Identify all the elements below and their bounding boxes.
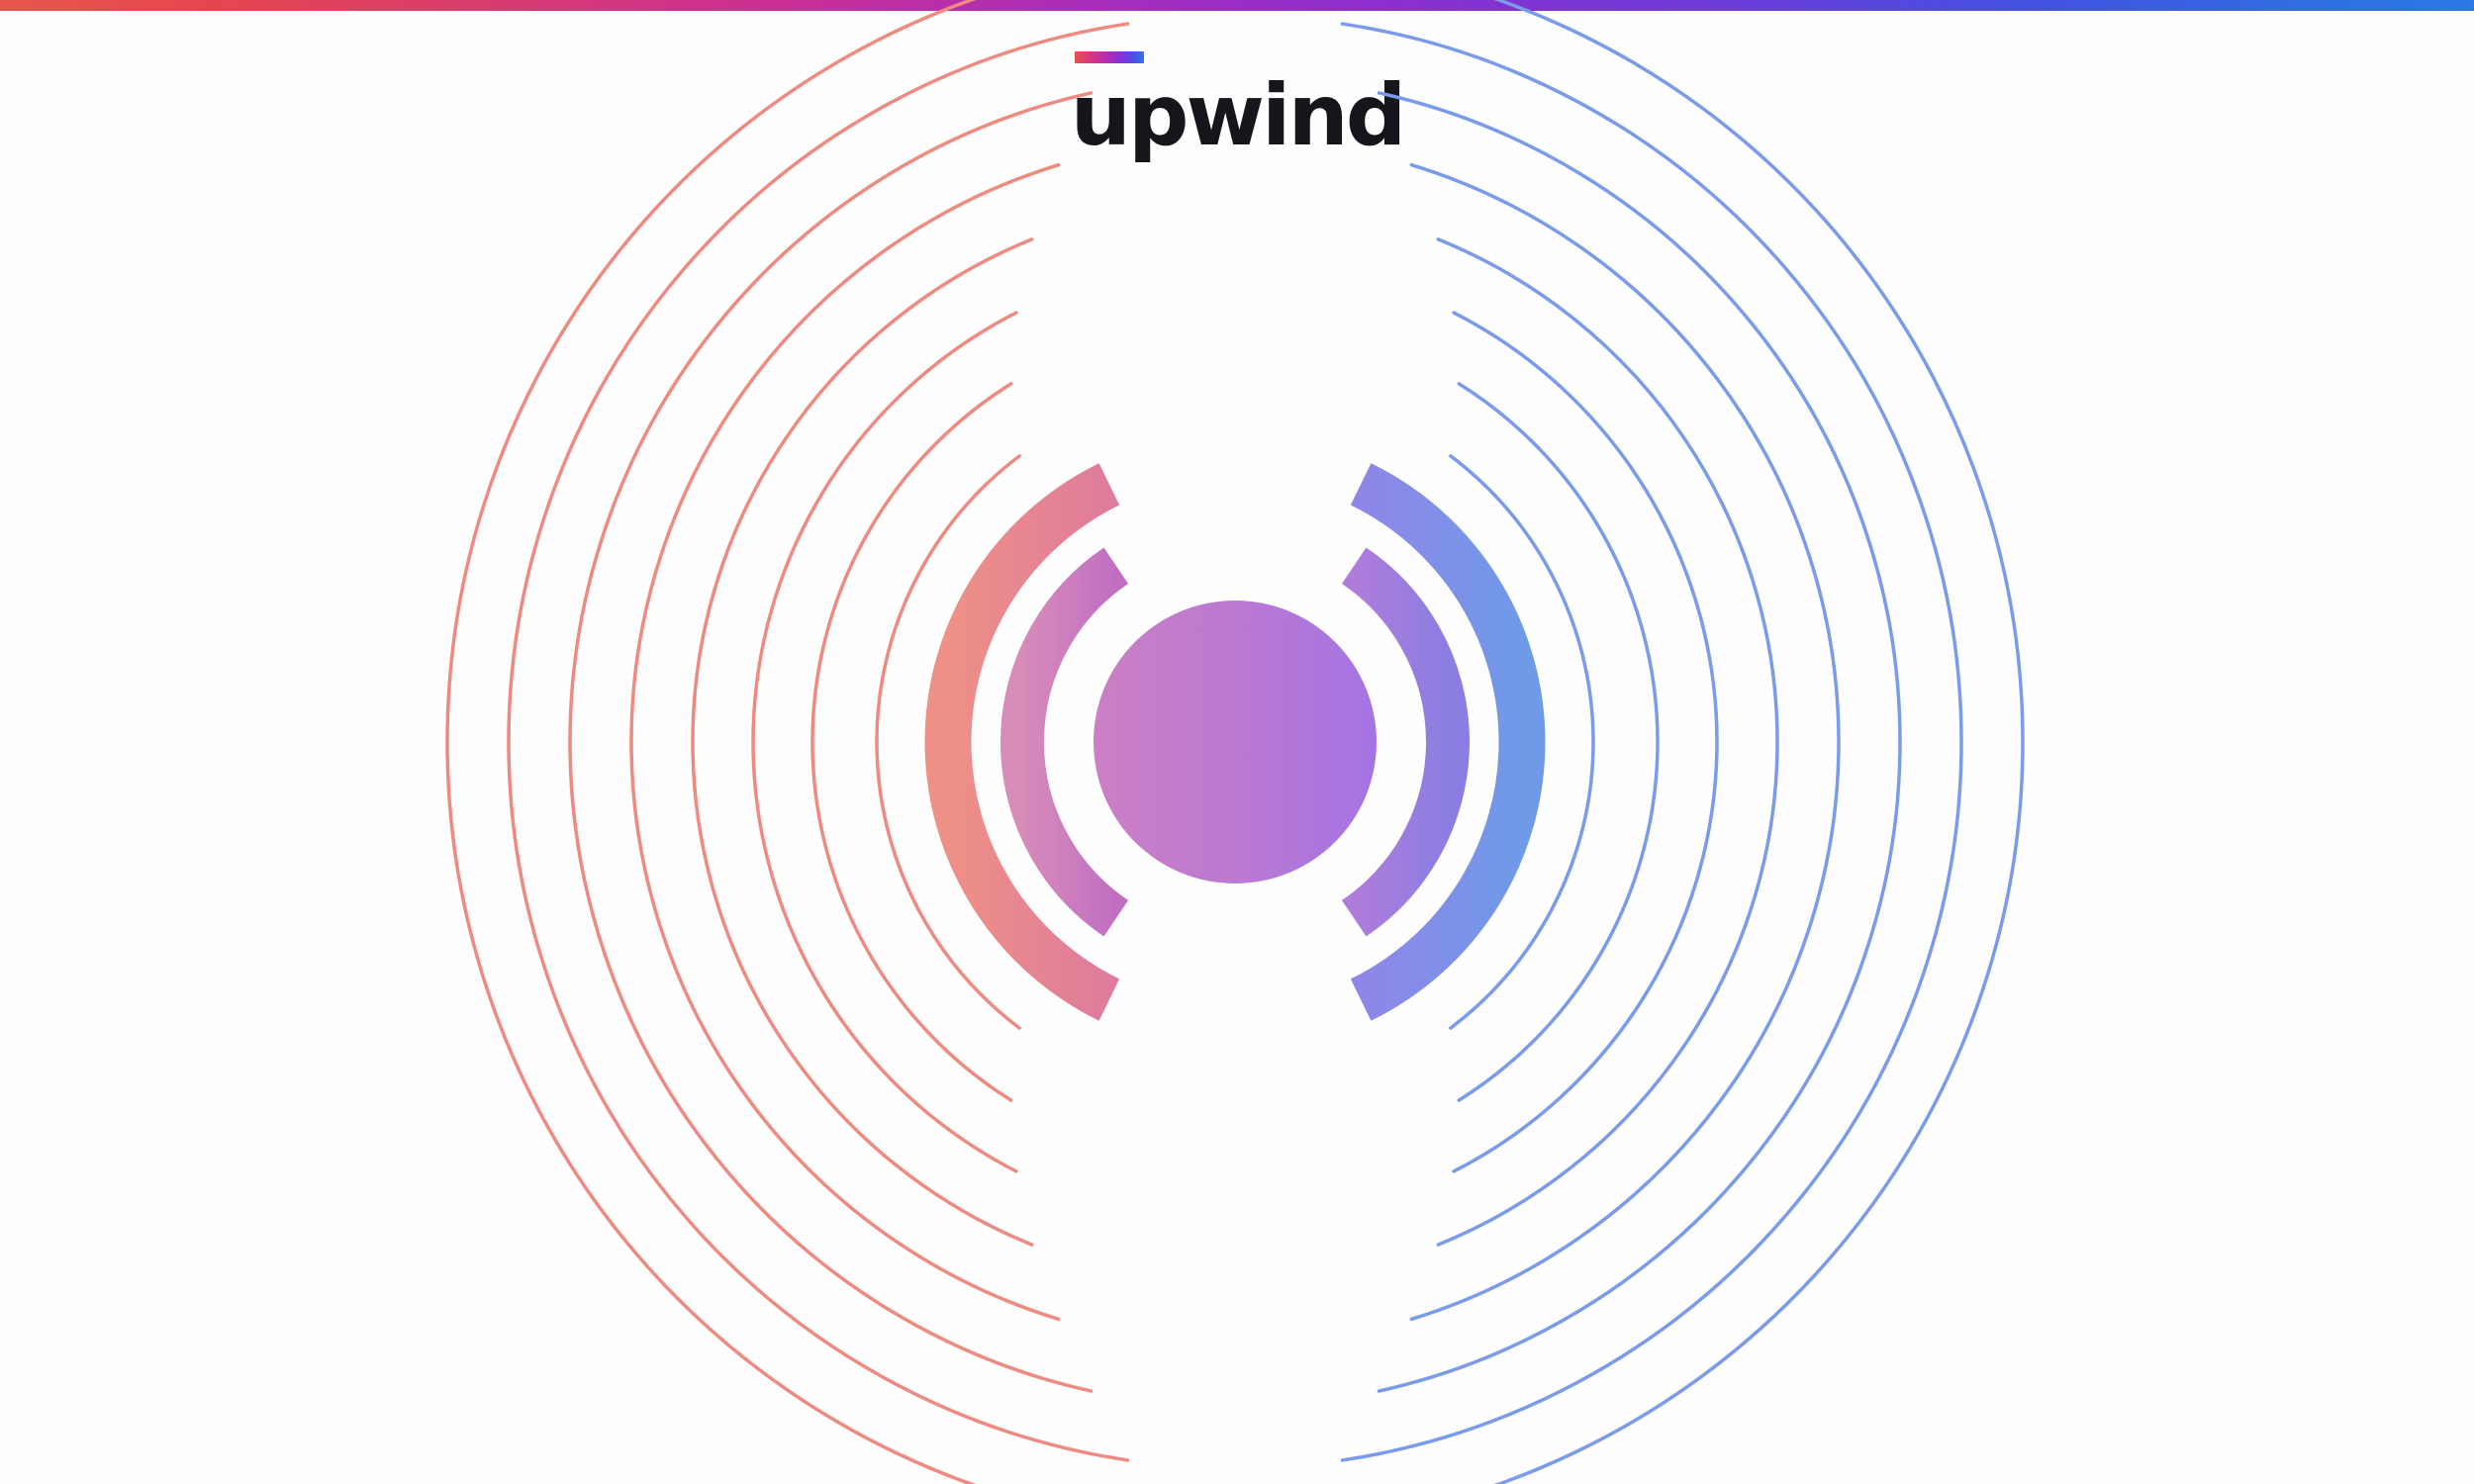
thin-arc-right-8 xyxy=(1493,0,2025,1484)
thick-arc-right-outer xyxy=(1350,463,1546,1021)
thin-arc-left-8 xyxy=(445,0,977,1484)
thin-arc-left-5 xyxy=(629,162,1061,1322)
center-circle xyxy=(1094,601,1377,883)
thick-arcs xyxy=(924,463,1546,1021)
thin-arc-right-2 xyxy=(1457,382,1660,1102)
thin-arcs-right xyxy=(1340,0,2025,1484)
thin-arc-right-3 xyxy=(1452,311,1719,1173)
thin-arc-right-7 xyxy=(1340,22,1963,1462)
thin-arc-right-5 xyxy=(1409,162,1841,1322)
thin-arc-right-4 xyxy=(1436,237,1779,1247)
thin-arc-left-3 xyxy=(751,311,1018,1173)
thin-arc-left-2 xyxy=(810,382,1013,1102)
thin-arc-left-6 xyxy=(568,91,1094,1393)
thick-arc-left-outer xyxy=(924,463,1120,1021)
logo-gradient-bar-icon xyxy=(1074,51,1144,63)
thin-arc-left-7 xyxy=(507,22,1130,1462)
thin-arc-right-6 xyxy=(1377,91,1902,1393)
logo[interactable]: upwind xyxy=(0,51,2474,170)
thin-arc-left-4 xyxy=(691,237,1034,1247)
thin-arcs-left xyxy=(445,0,1130,1484)
thin-arc-left-1 xyxy=(875,454,1021,1030)
thick-arc-left-inner xyxy=(1000,547,1129,937)
thin-arc-right-1 xyxy=(1449,454,1595,1030)
logo-wordmark: upwind xyxy=(1070,66,1406,165)
thick-arc-right-inner xyxy=(1341,547,1470,937)
logo-inner: upwind xyxy=(1070,51,1406,165)
top-gradient-strip xyxy=(0,0,2474,11)
